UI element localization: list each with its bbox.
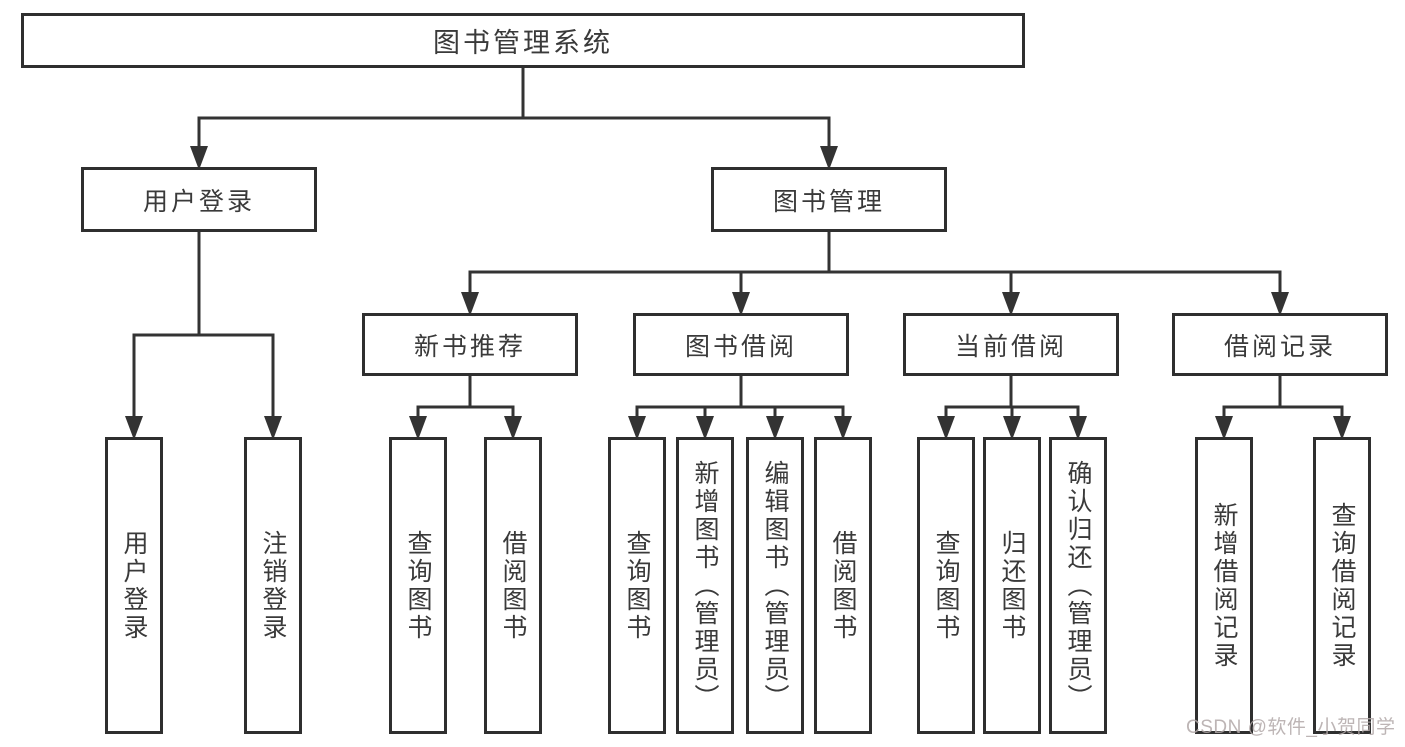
node-book-borrowing: 图书借阅 [633, 313, 849, 376]
leaf-borrow-books: 借阅图书 [814, 437, 872, 734]
csdn-watermark: CSDN @软件_小贺同学 [1186, 717, 1396, 738]
node-user-login: 用户登录 [81, 167, 317, 232]
leaf-confirm-return-admin: 确认归还（管理员） [1049, 437, 1107, 734]
node-library-system: 图书管理系统 [21, 13, 1025, 68]
node-current-borrowing: 当前借阅 [903, 313, 1119, 376]
leaf-query-books-recommend: 查询图书 [389, 437, 447, 734]
leaf-add-borrow-record: 新增借阅记录 [1195, 437, 1253, 734]
node-borrowing-records: 借阅记录 [1172, 313, 1388, 376]
leaf-return-books: 归还图书 [983, 437, 1041, 734]
node-new-book-recommend: 新书推荐 [362, 313, 578, 376]
leaf-query-books-current: 查询图书 [917, 437, 975, 734]
arrowheads [125, 146, 1351, 440]
leaf-add-books-admin: 新增图书（管理员） [676, 437, 734, 734]
leaf-edit-books-admin: 编辑图书（管理员） [746, 437, 804, 734]
node-book-management: 图书管理 [711, 167, 947, 232]
leaf-logout: 注销登录 [244, 437, 302, 734]
leaf-query-books-borrowing: 查询图书 [608, 437, 666, 734]
leaf-query-borrow-record: 查询借阅记录 [1313, 437, 1371, 734]
leaf-borrow-books-recommend: 借阅图书 [484, 437, 542, 734]
leaf-user-login: 用户登录 [105, 437, 163, 734]
